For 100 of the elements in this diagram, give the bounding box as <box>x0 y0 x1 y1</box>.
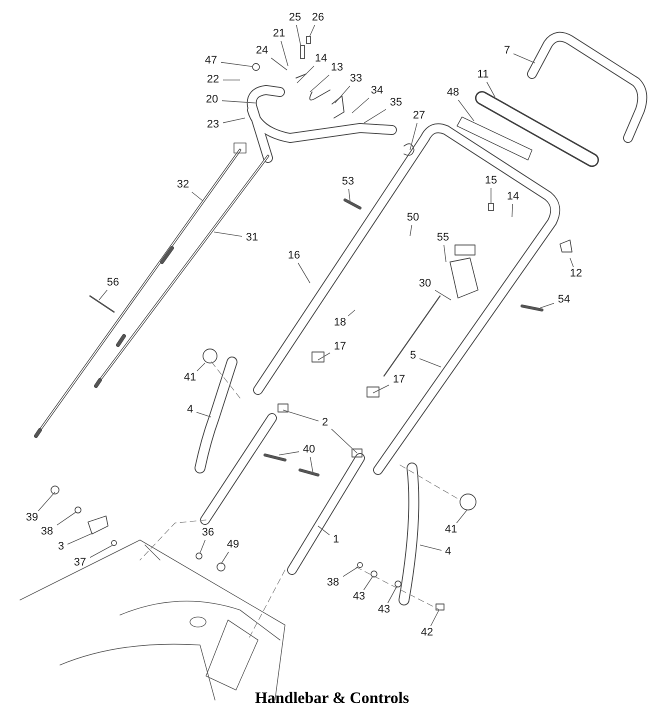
leader-line <box>372 384 390 394</box>
callout-number: 22 <box>206 74 220 86</box>
leader-line <box>420 544 442 551</box>
leader-line <box>342 566 358 577</box>
callout-number: 43 <box>378 604 390 616</box>
callout-number: 14 <box>314 54 328 64</box>
callout-number: 13 <box>330 62 344 74</box>
leader-line <box>38 492 56 512</box>
callout-number: 42 <box>420 628 434 638</box>
leader-line <box>318 352 330 360</box>
callout-number: 39 <box>26 512 38 524</box>
leader-line <box>490 188 492 204</box>
callout-number: 38 <box>40 526 54 538</box>
leader-line <box>434 290 452 300</box>
callout-number: 11 <box>477 70 489 80</box>
callout-number: 33 <box>350 74 362 84</box>
callout-number: 26 <box>312 12 324 24</box>
callout-number: 54 <box>558 294 570 306</box>
caption: Handlebar & Controls <box>254 689 410 709</box>
leader-line <box>220 62 252 67</box>
leader-line <box>296 24 301 46</box>
part-drawing <box>300 45 304 59</box>
callout-number: 3 <box>58 542 64 552</box>
callout-number: 53 <box>342 176 354 188</box>
leader-line <box>67 532 94 545</box>
callout-number: 27 <box>412 110 426 122</box>
leader-line <box>348 188 350 202</box>
callout-number: 37 <box>74 558 86 568</box>
callout-number: 1 <box>332 534 340 546</box>
callout-number: 41 <box>184 372 196 384</box>
leader-line <box>363 576 374 590</box>
callout-number: 48 <box>446 88 460 98</box>
callout-number: 16 <box>288 250 300 262</box>
leader-line <box>98 290 108 300</box>
callout-number: 49 <box>226 540 240 550</box>
leader-line <box>486 82 496 98</box>
leader-line <box>458 100 474 122</box>
callout-number: 4 <box>444 546 452 558</box>
leader-line <box>364 108 386 124</box>
leader-line <box>191 192 204 202</box>
part-drawing <box>252 63 260 71</box>
callout-number: 4 <box>186 404 194 416</box>
leader-line <box>220 552 229 564</box>
leader-line <box>278 451 300 456</box>
leader-line <box>410 122 418 150</box>
leader-line <box>196 412 212 418</box>
leader-line <box>222 118 246 124</box>
leader-line <box>310 456 314 474</box>
leader-line <box>430 610 440 626</box>
leader-line <box>419 358 442 368</box>
part-drawing <box>306 36 310 44</box>
callout-number: 15 <box>484 176 498 186</box>
leader-line <box>352 98 370 114</box>
callout-number: 41 <box>444 524 458 536</box>
callout-number: 20 <box>206 94 218 106</box>
leader-line <box>196 362 206 372</box>
callout-number: 25 <box>288 12 302 24</box>
leader-line <box>513 53 536 64</box>
leader-line <box>318 526 330 536</box>
callout-number: 38 <box>326 578 340 588</box>
part-drawing <box>488 203 494 211</box>
leader-line <box>348 310 356 316</box>
callout-number: 55 <box>436 232 450 244</box>
leader-line <box>410 224 412 236</box>
leader-line <box>270 58 288 70</box>
callout-number: 31 <box>246 232 258 244</box>
callout-number: 50 <box>406 212 420 224</box>
leader-line <box>200 540 206 554</box>
leader-line <box>282 410 319 422</box>
callout-number: 21 <box>272 28 286 40</box>
leader-line <box>56 512 76 526</box>
leader-line <box>296 66 314 84</box>
leader-line <box>456 510 468 524</box>
callout-number: 5 <box>410 350 416 362</box>
callout-number: 36 <box>202 528 214 538</box>
leader-line <box>444 244 446 262</box>
callout-number: 12 <box>570 268 582 280</box>
callout-number: 40 <box>302 444 316 456</box>
callout-number: 23 <box>206 120 220 130</box>
leader-line <box>90 544 114 558</box>
callout-number: 30 <box>418 278 432 290</box>
callout-number: 35 <box>390 98 402 108</box>
callout-number: 56 <box>106 278 120 288</box>
callout-number: 7 <box>504 46 510 56</box>
leader-line <box>334 86 350 104</box>
leader-line <box>540 302 554 308</box>
callout-number: 24 <box>256 46 268 56</box>
leader-line <box>331 428 358 454</box>
callout-number: 17 <box>392 374 406 386</box>
callout-number: 32 <box>176 180 190 190</box>
leader-line <box>512 204 513 218</box>
callout-number: 18 <box>334 318 346 328</box>
callout-number: 14 <box>506 192 520 202</box>
leader-line <box>222 100 256 104</box>
leader-line <box>310 74 330 92</box>
leader-line <box>298 262 310 284</box>
leader-line <box>309 24 316 36</box>
callout-number: 43 <box>352 592 366 602</box>
leader-line <box>280 40 288 66</box>
leader-line <box>214 232 242 237</box>
